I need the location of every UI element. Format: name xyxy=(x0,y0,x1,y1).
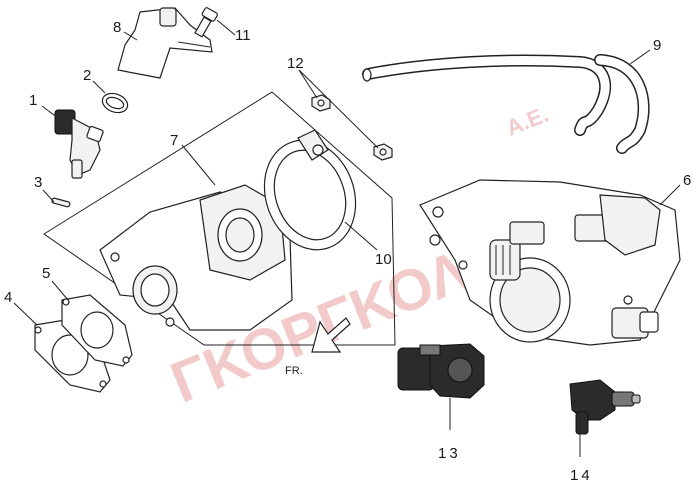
callout-12: 12 xyxy=(287,55,304,72)
callout-9: 9 xyxy=(653,37,661,54)
part-11-bolt xyxy=(194,7,218,38)
part-5-gasket xyxy=(61,294,133,367)
part-4-gasket xyxy=(34,319,111,393)
part-12-nuts xyxy=(311,94,393,161)
part-13-sensor xyxy=(397,343,485,399)
callout-1: 1 xyxy=(29,92,37,109)
part-9-hose xyxy=(362,54,650,154)
callout-13: 13 xyxy=(438,445,461,462)
watermark-suffix: Α.Ε. xyxy=(503,101,552,140)
callout-5: 5 xyxy=(42,265,50,282)
callout-4: 4 xyxy=(4,289,12,306)
callout-numbers: 1 2 3 4 5 6 7 8 9 10 11 12 13 14 xyxy=(4,19,691,484)
callout-10: 10 xyxy=(375,251,392,268)
assembly-frame-outline xyxy=(43,91,396,346)
callout-2: 2 xyxy=(83,67,91,84)
part-10-clamp xyxy=(263,129,357,251)
front-direction-label: FR. xyxy=(285,365,303,377)
callout-8: 8 xyxy=(113,19,121,36)
part-14-valve xyxy=(569,379,641,435)
callout-14: 14 xyxy=(570,467,593,484)
front-direction-arrow xyxy=(311,317,351,353)
leader-lines xyxy=(13,19,681,457)
part-7-throttle-adapter xyxy=(99,184,293,331)
callout-7: 7 xyxy=(170,132,178,149)
part-1-injector xyxy=(54,109,104,179)
part-6-throttle-body xyxy=(419,179,681,346)
callout-6: 6 xyxy=(683,172,691,189)
part-3-pin xyxy=(51,197,71,208)
callout-3: 3 xyxy=(34,174,42,191)
part-8-bracket xyxy=(117,7,213,79)
callout-11: 11 xyxy=(235,27,251,44)
